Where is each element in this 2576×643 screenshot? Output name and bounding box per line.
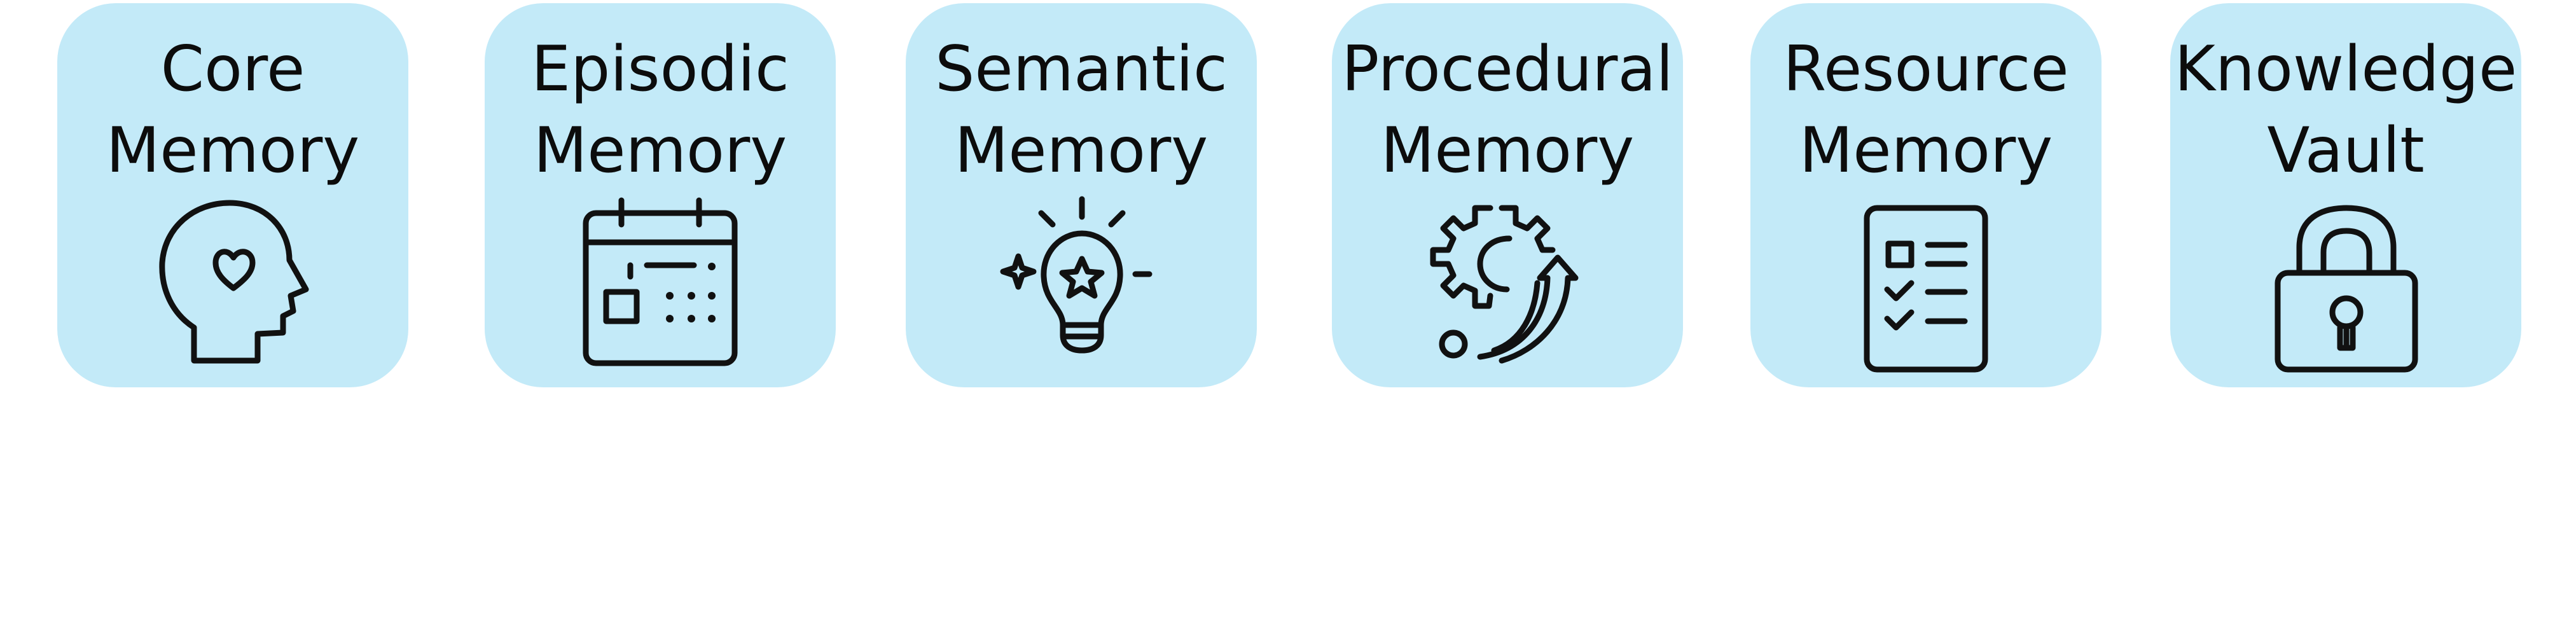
card-core-memory: Core Memory xyxy=(57,3,408,387)
checklist-icon xyxy=(1846,194,2005,378)
gear-arrow-icon xyxy=(1428,194,1587,378)
card-title-line: Memory xyxy=(533,114,787,187)
card-title-line: Memory xyxy=(1380,114,1635,187)
calendar-icon xyxy=(581,194,740,378)
card-title: Episodic Memory xyxy=(485,29,836,191)
card-title: Semantic Memory xyxy=(906,29,1257,191)
card-title: Knowledge Vault xyxy=(2170,29,2521,191)
card-title-line: Vault xyxy=(2267,114,2425,187)
head-heart-icon xyxy=(153,194,312,378)
card-title: Core Memory xyxy=(57,29,408,191)
padlock-icon xyxy=(2266,194,2425,378)
card-knowledge-vault: Knowledge Vault xyxy=(2170,3,2521,387)
card-title-line: Episodic xyxy=(531,33,789,106)
card-resource-memory: Resource Memory xyxy=(1750,3,2102,387)
card-title-line: Memory xyxy=(1799,114,2053,187)
card-title-line: Memory xyxy=(106,114,360,187)
card-title-line: Core xyxy=(160,33,305,106)
card-title-line: Semantic xyxy=(935,33,1228,106)
card-title-line: Procedural xyxy=(1341,33,1673,106)
card-title: Resource Memory xyxy=(1750,29,2102,191)
card-procedural-memory: Procedural Memory xyxy=(1332,3,1683,387)
card-title-line: Memory xyxy=(954,114,1208,187)
card-title-line: Resource xyxy=(1783,33,2069,106)
card-title-line: Knowledge xyxy=(2174,33,2517,106)
lightbulb-star-icon xyxy=(1000,194,1161,378)
card-title: Procedural Memory xyxy=(1332,29,1683,191)
card-semantic-memory: Semantic Memory xyxy=(906,3,1257,387)
card-episodic-memory: Episodic Memory xyxy=(485,3,836,387)
